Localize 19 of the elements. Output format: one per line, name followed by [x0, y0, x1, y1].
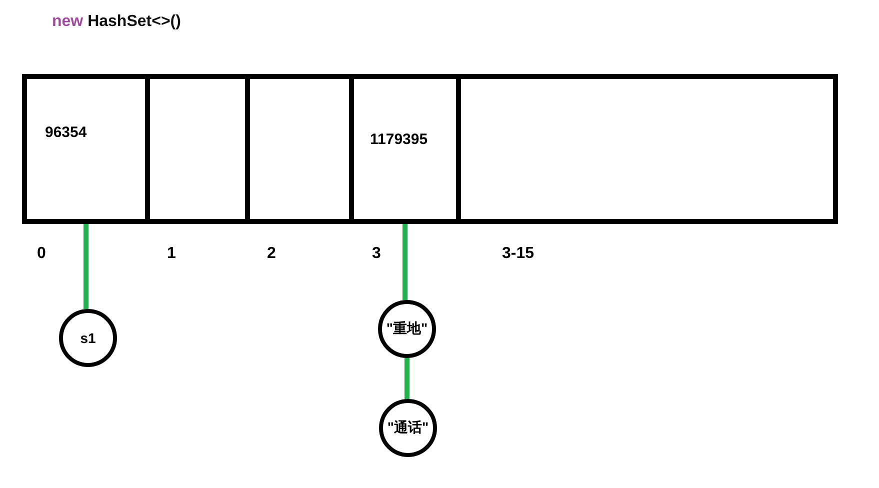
- hash-bucket: [27, 74, 150, 224]
- empty-bucket: [250, 74, 354, 224]
- element-circle: s1: [59, 309, 117, 367]
- index-label: 3-15: [502, 245, 534, 263]
- hash-table-array: [22, 74, 838, 224]
- hash-value: 96354: [45, 124, 87, 141]
- title: new HashSet<>(): [52, 13, 181, 31]
- index-label: 0: [37, 245, 46, 263]
- connector-line: [404, 358, 410, 399]
- connector-line: [402, 223, 408, 300]
- hash-bucket: [354, 74, 461, 224]
- connector-line: [84, 223, 88, 309]
- index-label: 3: [372, 245, 381, 263]
- empty-bucket: [150, 74, 250, 224]
- element-circle: "重地": [378, 300, 436, 358]
- element-circle: "通话": [379, 399, 437, 457]
- hash-value: 1179395: [370, 131, 428, 148]
- index-label: 1: [167, 245, 176, 263]
- index-label: 2: [267, 245, 276, 263]
